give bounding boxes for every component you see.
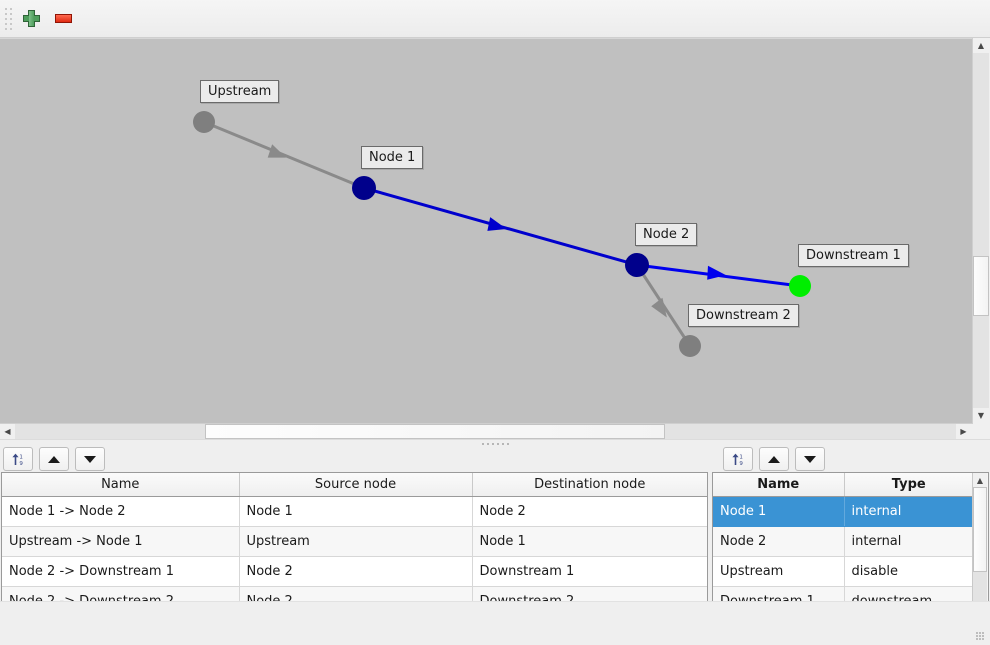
edges-column-source[interactable]: Source node bbox=[239, 473, 473, 497]
edges-cell-source: Node 1 bbox=[239, 496, 473, 527]
arrow-up-icon bbox=[48, 455, 60, 463]
graph-node-downstream2[interactable] bbox=[679, 335, 701, 357]
add-button[interactable] bbox=[16, 5, 46, 33]
horizontal-splitter[interactable] bbox=[0, 439, 990, 447]
plus-icon bbox=[22, 10, 40, 27]
scrollbar-corner bbox=[973, 423, 990, 439]
edges-cell-name: Node 2 -> Downstream 1 bbox=[2, 556, 240, 587]
table-row[interactable]: Upstream -> Node 1 Upstream Node 1 bbox=[2, 526, 707, 557]
edge-node2-downstream2[interactable] bbox=[635, 264, 692, 347]
svg-text:9: 9 bbox=[19, 461, 23, 467]
edges-cell-destination: Node 1 bbox=[472, 526, 707, 557]
scroll-up-icon[interactable]: ▲ bbox=[973, 473, 987, 487]
node-label-downstream1[interactable]: Downstream 1 bbox=[798, 244, 909, 267]
nodes-table-scrollbar[interactable]: ▲ ▼ bbox=[972, 473, 988, 624]
canvas-vertical-scrollbar[interactable]: ▲ ▼ bbox=[972, 38, 990, 423]
splitter-grip-icon bbox=[481, 442, 509, 445]
hscroll-thumb[interactable] bbox=[205, 424, 665, 439]
graph-svg bbox=[193, 111, 811, 357]
vscroll-thumb[interactable] bbox=[973, 256, 989, 316]
edges-cell-destination: Node 2 bbox=[472, 496, 707, 527]
scroll-up-icon[interactable]: ▲ bbox=[973, 38, 989, 53]
edges-sort-button[interactable]: 1 9 bbox=[3, 447, 33, 471]
sort-ascending-icon: 1 9 bbox=[11, 453, 23, 467]
table-row-selected[interactable]: Node 1 internal bbox=[713, 496, 973, 527]
edges-cell-name: Node 1 -> Node 2 bbox=[2, 496, 240, 527]
main-toolbar bbox=[0, 0, 990, 38]
node-label-upstream[interactable]: Upstream bbox=[200, 80, 280, 103]
svg-text:9: 9 bbox=[739, 461, 743, 467]
canvas-horizontal-scrollbar[interactable]: ◀ ▶ bbox=[0, 423, 973, 440]
table-row[interactable]: Upstream disable bbox=[713, 556, 973, 587]
nodes-column-name[interactable]: Name bbox=[713, 473, 845, 497]
nodes-cell-name: Node 2 bbox=[713, 526, 845, 557]
table-row[interactable]: Node 1 -> Node 2 Node 1 Node 2 bbox=[2, 496, 707, 527]
toolbar-drag-handle[interactable] bbox=[3, 7, 14, 31]
edges-cell-name: Upstream -> Node 1 bbox=[2, 526, 240, 557]
edges-table-header-row: Name Source node Destination node bbox=[2, 473, 707, 497]
nodes-cell-type: internal bbox=[844, 526, 973, 557]
nodes-table-header-row: Name Type bbox=[713, 473, 973, 497]
edges-pane: 1 9 Name Source node Destination node bbox=[0, 444, 709, 625]
svg-text:1: 1 bbox=[739, 454, 743, 460]
remove-button[interactable] bbox=[48, 5, 78, 33]
node-label-node1[interactable]: Node 1 bbox=[361, 146, 424, 169]
minus-icon bbox=[54, 14, 72, 23]
edges-cell-destination: Downstream 1 bbox=[472, 556, 707, 587]
sort-ascending-icon: 1 9 bbox=[731, 453, 743, 467]
edges-toolbar: 1 9 bbox=[0, 444, 709, 472]
edge-upstream-node1[interactable] bbox=[203, 120, 365, 190]
nodes-cell-type: internal bbox=[844, 496, 973, 527]
graph-node-downstream1[interactable] bbox=[789, 275, 811, 297]
node-label-node2[interactable]: Node 2 bbox=[635, 223, 698, 246]
arrow-down-icon bbox=[804, 455, 816, 463]
arrow-down-icon bbox=[84, 455, 96, 463]
node-label-downstream2[interactable]: Downstream 2 bbox=[688, 304, 799, 327]
scroll-right-icon[interactable]: ▶ bbox=[956, 424, 971, 439]
edge-node1-node2[interactable] bbox=[363, 186, 638, 267]
edges-cell-source: Upstream bbox=[239, 526, 473, 557]
graph-node-upstream[interactable] bbox=[193, 111, 215, 133]
nodes-sort-button[interactable]: 1 9 bbox=[723, 447, 753, 471]
nodes-scroll-thumb[interactable] bbox=[973, 487, 987, 572]
vscroll-track[interactable] bbox=[973, 53, 989, 408]
scroll-left-icon[interactable]: ◀ bbox=[0, 424, 15, 439]
svg-text:1: 1 bbox=[19, 454, 23, 460]
edges-column-name[interactable]: Name bbox=[2, 473, 240, 497]
arrow-up-icon bbox=[768, 455, 780, 463]
nodes-column-type[interactable]: Type bbox=[844, 473, 973, 497]
nodes-cell-name: Node 1 bbox=[713, 496, 845, 527]
status-bar bbox=[0, 601, 990, 645]
graph-canvas[interactable]: Upstream Node 1 Node 2 Downstream 1 Down… bbox=[0, 38, 990, 434]
nodes-cell-name: Upstream bbox=[713, 556, 845, 587]
nodes-toolbar: 1 9 bbox=[711, 444, 990, 472]
edges-column-destination[interactable]: Destination node bbox=[472, 473, 707, 497]
scroll-down-icon[interactable]: ▼ bbox=[973, 408, 989, 423]
edges-cell-source: Node 2 bbox=[239, 556, 473, 587]
table-row[interactable]: Node 2 internal bbox=[713, 526, 973, 557]
nodes-cell-type: disable bbox=[844, 556, 973, 587]
graph-node-node1[interactable] bbox=[352, 176, 376, 200]
table-row[interactable]: Node 2 -> Downstream 1 Node 2 Downstream… bbox=[2, 556, 707, 587]
nodes-move-down-button[interactable] bbox=[795, 447, 825, 471]
nodes-pane: 1 9 Name Type bbox=[711, 444, 990, 625]
edges-move-down-button[interactable] bbox=[75, 447, 105, 471]
edges-move-up-button[interactable] bbox=[39, 447, 69, 471]
resize-grip-icon[interactable] bbox=[976, 632, 987, 643]
graph-node-node2[interactable] bbox=[625, 253, 649, 277]
nodes-move-up-button[interactable] bbox=[759, 447, 789, 471]
edge-node2-downstream1[interactable] bbox=[636, 263, 801, 288]
